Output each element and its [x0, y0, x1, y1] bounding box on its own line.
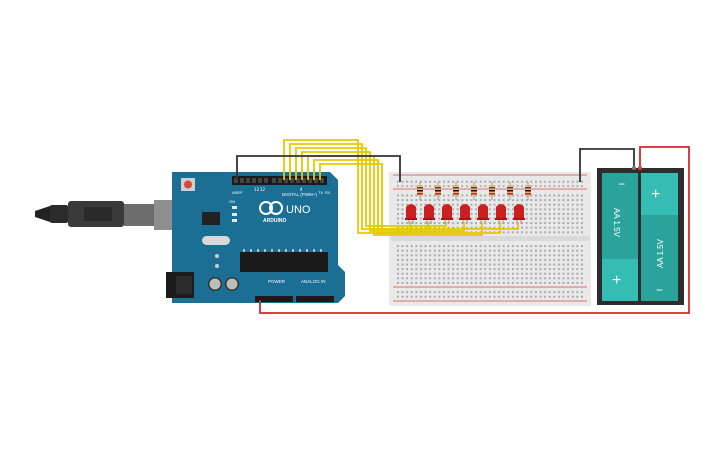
resistor: [453, 182, 459, 200]
led: [405, 204, 417, 224]
on-label: ON: [229, 199, 235, 204]
led-l-indicator: [232, 206, 237, 209]
resistor: [471, 182, 477, 200]
cell1-plus-label: +: [612, 272, 621, 289]
battery-positive-terminal[interactable]: [638, 166, 642, 170]
aref-label: AREF: [232, 190, 243, 195]
cell1-minus-label: −: [618, 177, 625, 191]
usb-chip: [202, 212, 220, 225]
cell2-plus-label: +: [651, 186, 660, 203]
led-rx-indicator: [232, 219, 237, 222]
reset-button-cap[interactable]: [184, 180, 192, 189]
microcontroller-chip: [240, 252, 328, 272]
led-tx-indicator: [232, 213, 237, 216]
ground-wire-arduino[interactable]: [236, 155, 401, 182]
svg-text:13: 13: [254, 187, 260, 192]
led: [459, 204, 471, 224]
led: [423, 204, 435, 224]
usb-cable[interactable]: [35, 200, 182, 230]
digital-header-label: DIGITAL (PWM~): [282, 192, 317, 197]
tx-label: TX: [318, 190, 323, 195]
signal-wire: [295, 147, 447, 227]
bottom-power-rail[interactable]: [396, 289, 584, 298]
model-label: UNO: [286, 204, 311, 216]
resistor: [489, 182, 495, 200]
led: [495, 204, 507, 224]
signal-wire: [289, 143, 429, 230]
signal-wire: [313, 159, 501, 234]
signal-wire: [319, 163, 519, 230]
battery-negative-terminal[interactable]: [632, 166, 636, 170]
battery-cell-1[interactable]: − + AA 1.5V: [602, 173, 638, 301]
crystal: [202, 236, 230, 245]
rx-label: RX: [325, 190, 331, 195]
led: [477, 204, 489, 224]
svg-text:4: 4: [300, 187, 303, 192]
analog-label: ANALOG IN: [301, 279, 326, 284]
cell2-minus-label: −: [656, 283, 663, 297]
center-channel: [391, 236, 589, 241]
power-label: POWER: [268, 279, 286, 284]
pin-labels: 13 12 4: [254, 187, 303, 192]
cell2-rating: AA 1.5V: [656, 238, 665, 268]
ground-wire-battery[interactable]: [579, 148, 635, 182]
cell1-rating: AA 1.5V: [612, 208, 621, 238]
bottom-terminal-strip[interactable]: [396, 244, 584, 284]
resistor: [435, 182, 441, 200]
battery-pack[interactable]: − + AA 1.5V + − AA 1.5V: [597, 166, 684, 305]
led: [441, 204, 453, 224]
leds[interactable]: [405, 204, 525, 224]
power-wire[interactable]: [259, 146, 690, 314]
resistor: [417, 182, 423, 200]
top-power-rail[interactable]: [396, 178, 584, 187]
breadboard[interactable]: [389, 172, 591, 306]
resistor: [507, 182, 513, 200]
resistor: [525, 182, 531, 200]
signal-wires[interactable]: [283, 139, 519, 236]
svg-text:12: 12: [260, 187, 266, 192]
analog-header: [296, 296, 334, 302]
brand-label: ARDUINO: [263, 218, 286, 224]
resistors[interactable]: [417, 182, 531, 200]
led: [513, 204, 525, 224]
arduino-logo: [259, 201, 283, 215]
arduino-uno-board[interactable]: 13 12 4 DIGITAL (PWM~) AREF TX RX ARDUIN…: [166, 172, 345, 303]
power-header: [255, 296, 293, 302]
battery-cell-2[interactable]: + − AA 1.5V: [641, 173, 678, 301]
